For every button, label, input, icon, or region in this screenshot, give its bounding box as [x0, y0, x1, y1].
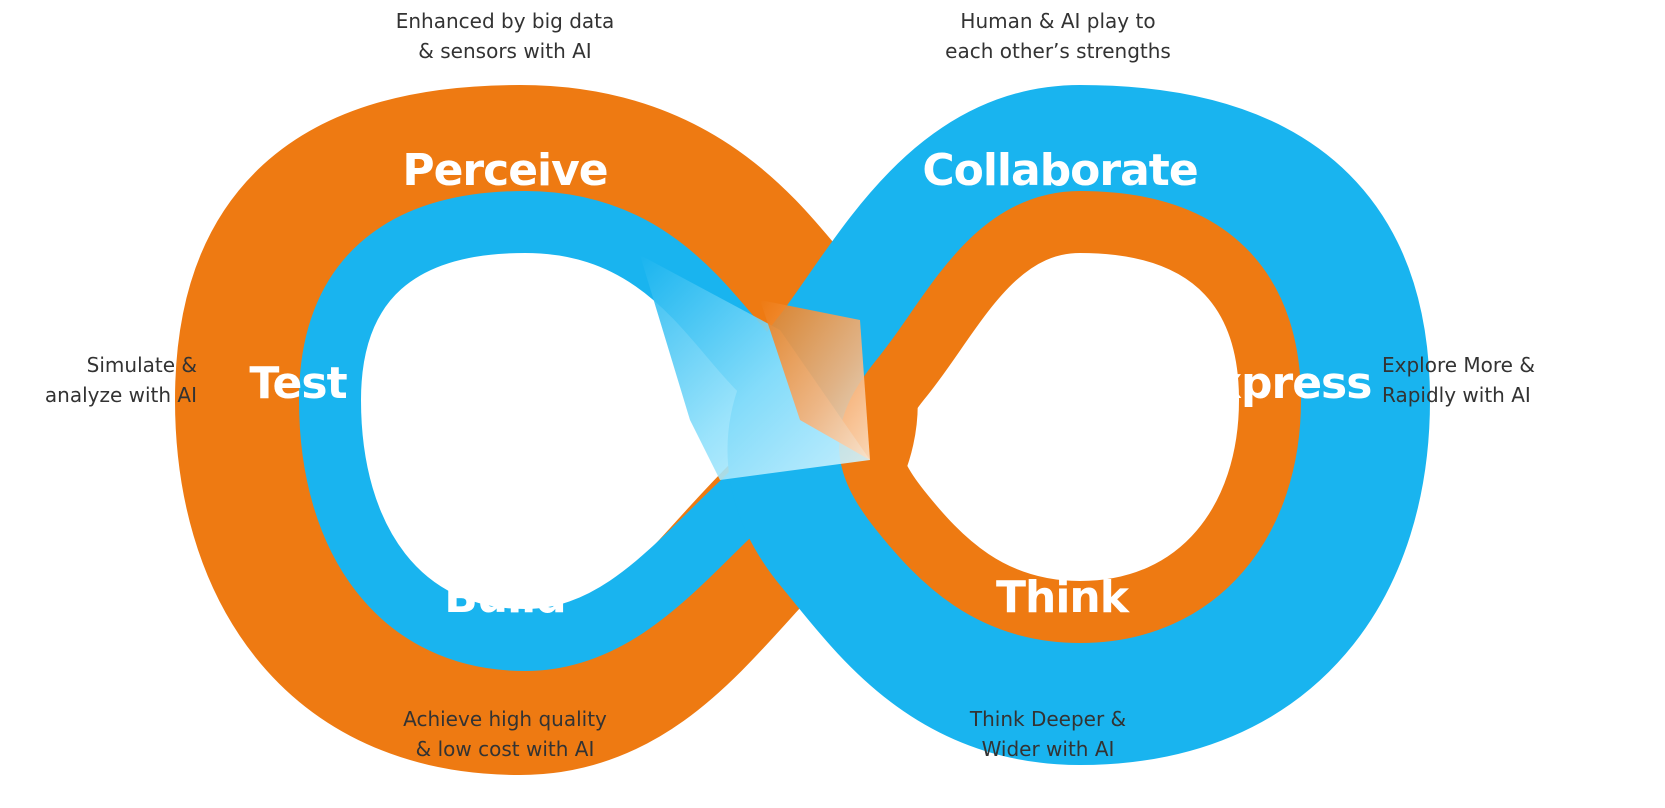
- crossing-orange-band: [760, 300, 870, 460]
- caption-express: Explore More & Rapidly with AI: [1382, 350, 1535, 410]
- right-loop-inner-ring: [839, 191, 1301, 643]
- caption-think-line-2: Wider with AI: [981, 737, 1115, 761]
- caption-perceive: Enhanced by big data & sensors with AI: [396, 6, 615, 66]
- caption-test: Simulate & analyze with AI: [45, 350, 197, 410]
- caption-think: Think Deeper & Wider with AI: [970, 704, 1126, 764]
- caption-test-line-1: Simulate &: [86, 353, 197, 377]
- caption-collaborate-line-1: Human & AI play to: [960, 9, 1156, 33]
- stage-label-perceive: Perceive: [402, 145, 607, 196]
- caption-think-line-1: Think Deeper &: [969, 707, 1127, 731]
- caption-build: Achieve high quality & low cost with AI: [403, 704, 607, 764]
- stage-label-express: Express: [1185, 358, 1372, 409]
- caption-build-line-2: & low cost with AI: [415, 737, 595, 761]
- caption-collaborate-line-2: each other’s strengths: [945, 39, 1171, 63]
- caption-express-line-1: Explore More &: [1382, 353, 1535, 377]
- stage-label-build: Build: [444, 572, 566, 623]
- stage-label-test: Test: [249, 358, 347, 409]
- caption-perceive-line-1: Enhanced by big data: [395, 9, 615, 33]
- caption-express-line-2: Rapidly with AI: [1382, 383, 1531, 407]
- stage-label-collaborate: Collaborate: [922, 145, 1197, 196]
- caption-collaborate: Human & AI play to each other’s strength…: [945, 6, 1171, 66]
- caption-build-line-1: Achieve high quality: [403, 707, 607, 731]
- stage-label-think: Think: [996, 572, 1131, 623]
- caption-test-line-2: analyze with AI: [44, 383, 197, 407]
- caption-perceive-line-2: & sensors with AI: [418, 39, 592, 63]
